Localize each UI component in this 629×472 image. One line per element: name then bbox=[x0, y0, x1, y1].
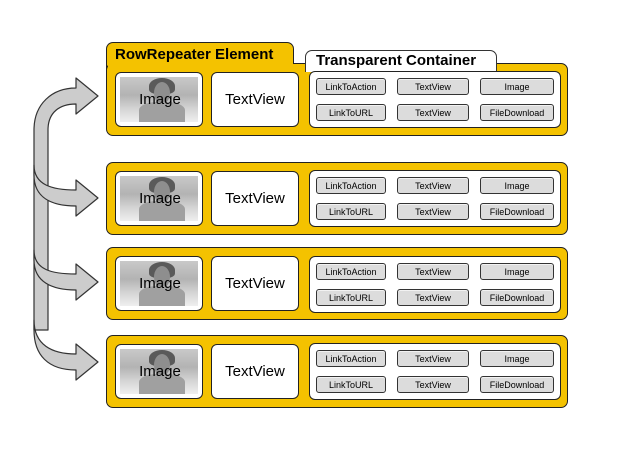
transparent-container-tab bbox=[305, 50, 497, 72]
image-label: Image bbox=[139, 275, 181, 292]
linktourl-element: LinkToURL bbox=[316, 104, 386, 121]
linktourl-element: LinkToURL bbox=[316, 203, 386, 220]
tab-joint bbox=[107, 62, 293, 68]
textview-element: TextView bbox=[211, 256, 299, 311]
arrow-row-4 bbox=[33, 319, 99, 381]
photo-face bbox=[154, 266, 170, 288]
linktourl-element: LinkToURL bbox=[316, 289, 386, 306]
transparent-container: LinkToAction TextView Image LinkToURL Te… bbox=[309, 170, 561, 227]
transparent-container: LinkToAction TextView Image LinkToURL Te… bbox=[309, 71, 561, 128]
linktourl-element: LinkToURL bbox=[316, 376, 386, 393]
filedownload-element: FileDownload bbox=[480, 104, 554, 121]
linktoaction-element: LinkToAction bbox=[316, 177, 386, 194]
textview-element: TextView bbox=[211, 344, 299, 399]
transparent-container: LinkToAction TextView Image LinkToURL Te… bbox=[309, 256, 561, 313]
textview-small-element: TextView bbox=[397, 376, 469, 393]
image-small-element: Image bbox=[480, 350, 554, 367]
textview-small-element: TextView bbox=[397, 350, 469, 367]
textview-small-element: TextView bbox=[397, 78, 469, 95]
linktoaction-element: LinkToAction bbox=[316, 263, 386, 280]
filedownload-element: FileDownload bbox=[480, 376, 554, 393]
photo-face bbox=[154, 82, 170, 104]
image-element: Image bbox=[115, 344, 203, 399]
arrow-row-2 bbox=[33, 164, 99, 217]
photo-body bbox=[139, 201, 185, 221]
linktoaction-element: LinkToAction bbox=[316, 78, 386, 95]
arrow-top bbox=[33, 77, 99, 331]
transparent-container-label: Transparent Container bbox=[316, 52, 477, 69]
linktoaction-element: LinkToAction bbox=[316, 350, 386, 367]
textview-small-element: TextView bbox=[397, 289, 469, 306]
row-repeater-label: RowRepeater Element bbox=[115, 46, 274, 63]
image-small-element: Image bbox=[480, 78, 554, 95]
textview-element: TextView bbox=[211, 171, 299, 226]
textview-small-element: TextView bbox=[397, 263, 469, 280]
image-element: Image bbox=[115, 256, 203, 311]
image-label: Image bbox=[139, 91, 181, 108]
image-element: Image bbox=[115, 72, 203, 127]
filedownload-element: FileDownload bbox=[480, 289, 554, 306]
transparent-container: LinkToAction TextView Image LinkToURL Te… bbox=[309, 343, 561, 400]
textview-element: TextView bbox=[211, 72, 299, 127]
textview-small-element: TextView bbox=[397, 203, 469, 220]
photo-face bbox=[154, 181, 170, 203]
photo-body bbox=[139, 102, 185, 122]
photo-body bbox=[139, 286, 185, 306]
filedownload-element: FileDownload bbox=[480, 203, 554, 220]
arrow-row-3 bbox=[33, 249, 99, 301]
textview-small-element: TextView bbox=[397, 177, 469, 194]
image-element: Image bbox=[115, 171, 203, 226]
image-label: Image bbox=[139, 190, 181, 207]
image-label: Image bbox=[139, 363, 181, 380]
textview-small-element: TextView bbox=[397, 104, 469, 121]
image-small-element: Image bbox=[480, 177, 554, 194]
photo-face bbox=[154, 354, 170, 376]
photo-body bbox=[139, 374, 185, 394]
image-small-element: Image bbox=[480, 263, 554, 280]
